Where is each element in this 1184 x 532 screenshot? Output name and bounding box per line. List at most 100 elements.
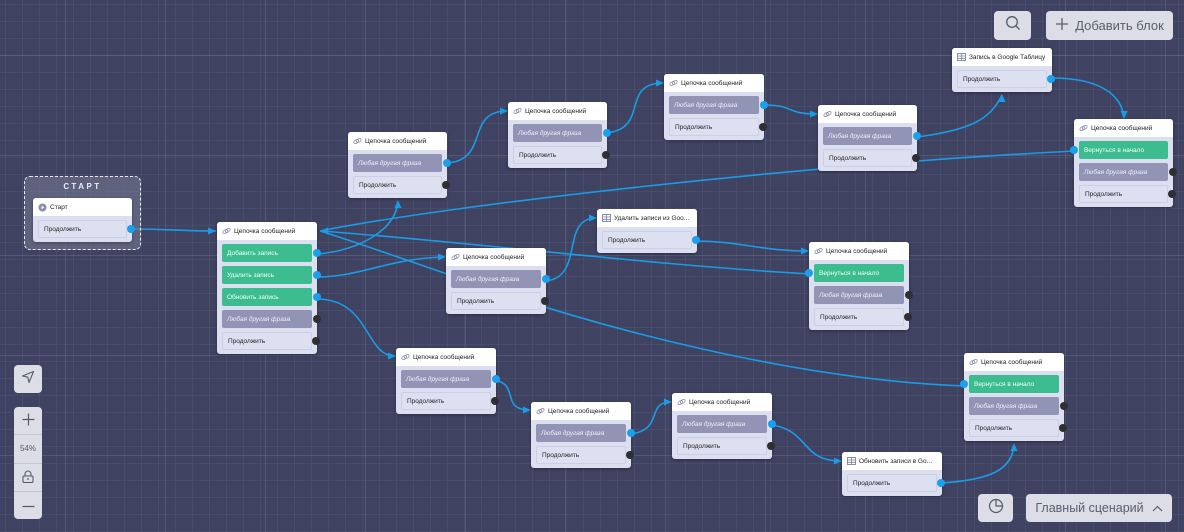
flow-node[interactable]: Цепочка сообщений Любая другая фраза Про… [446, 248, 550, 314]
output-port[interactable] [312, 337, 320, 345]
output-port[interactable] [1060, 402, 1068, 410]
output-port[interactable] [602, 151, 610, 159]
node-button[interactable]: Продолжить [957, 70, 1055, 88]
node-header[interactable]: Цепочка сообщений [446, 248, 546, 266]
output-port[interactable] [442, 181, 450, 189]
node-header[interactable]: Цепочка сообщений [217, 222, 317, 240]
node-button[interactable]: Любая другая фраза [677, 415, 776, 433]
lock-button[interactable] [14, 464, 42, 492]
flow-node[interactable]: Цепочка сообщений Любая другая фраза Про… [672, 393, 776, 459]
stats-button[interactable] [978, 494, 1013, 522]
output-port[interactable] [912, 154, 920, 162]
node-button[interactable]: Продолжить [823, 149, 920, 167]
node-header[interactable]: Удалить записи из Goo... [597, 209, 697, 227]
flow-node[interactable]: Обновить записи в Go... Продолжить [842, 452, 945, 496]
output-port[interactable] [1070, 146, 1078, 154]
output-port[interactable] [1168, 190, 1176, 198]
node-button[interactable]: Продолжить [677, 437, 775, 455]
node-button[interactable]: Добавить запись [222, 244, 321, 262]
node-header[interactable]: Цепочка сообщений [964, 353, 1064, 371]
output-port[interactable] [626, 451, 634, 459]
node-header[interactable]: Цепочка сообщений [348, 132, 447, 150]
node-button[interactable]: Продолжить [969, 419, 1067, 437]
node-button[interactable]: Продолжить [669, 118, 767, 136]
node-header[interactable]: Цепочка сообщений [531, 402, 631, 420]
node-header[interactable]: Обновить записи в Go... [842, 452, 942, 470]
node-header[interactable]: Запись в Google Таблицу [952, 48, 1052, 66]
output-port[interactable] [768, 420, 776, 428]
flow-node[interactable]: Цепочка сообщений Любая другая фраза Про… [396, 348, 500, 414]
output-port[interactable] [905, 291, 913, 299]
node-button[interactable]: Продолжить [513, 146, 610, 164]
flow-node[interactable]: Цепочка сообщений Любая другая фраза Про… [818, 105, 921, 171]
zoom-in-button[interactable] [14, 407, 42, 436]
node-button[interactable]: Вернуться в начало [960, 375, 1059, 393]
node-button[interactable]: Удалить запись [222, 266, 321, 284]
node-button[interactable]: Любая другая фраза [669, 96, 768, 114]
flow-node[interactable]: Цепочка сообщений Вернуться в начало Люб… [960, 353, 1068, 441]
node-button[interactable]: Вернуться в начало [805, 264, 904, 282]
node-header[interactable]: Цепочка сообщений [664, 74, 764, 92]
flow-node[interactable]: Цепочка сообщений Вернуться в начало Люб… [1070, 119, 1177, 207]
node-button[interactable]: Продолжить [451, 292, 549, 310]
node-header[interactable]: Цепочка сообщений [396, 348, 496, 366]
output-port[interactable] [541, 297, 549, 305]
node-button[interactable]: Обновить запись [222, 288, 321, 306]
output-port[interactable] [627, 429, 635, 437]
output-port[interactable] [1169, 168, 1177, 176]
node-header[interactable]: Цепочка сообщений [508, 102, 607, 120]
output-port[interactable] [759, 123, 767, 131]
node-button[interactable]: Любая другая фраза [222, 310, 321, 328]
node-button[interactable]: Любая другая фраза [823, 127, 921, 145]
output-port[interactable] [960, 380, 968, 388]
node-button[interactable]: Любая другая фраза [1079, 163, 1177, 181]
node-button[interactable]: Продолжить [1079, 185, 1176, 203]
flow-node[interactable]: Удалить записи из Goo... Продолжить [597, 209, 700, 253]
node-button[interactable]: Продолжить [222, 332, 320, 350]
output-port[interactable] [127, 225, 135, 233]
output-port[interactable] [313, 293, 321, 301]
output-port[interactable] [904, 313, 912, 321]
output-port[interactable] [913, 132, 921, 140]
search-button[interactable] [994, 11, 1031, 40]
flow-node[interactable]: Цепочка сообщений Любая другая фраза Про… [508, 102, 611, 168]
node-button[interactable]: Любая другая фраза [513, 124, 611, 142]
flow-node[interactable]: Цепочка сообщений Любая другая фраза Про… [348, 132, 451, 198]
node-button[interactable]: Продолжить [38, 220, 135, 238]
node-button[interactable]: Любая другая фраза [401, 370, 500, 388]
start-group[interactable]: СТАРТ Старт Продолжить [24, 176, 141, 250]
output-port[interactable] [937, 479, 945, 487]
node-button[interactable]: Любая другая фраза [536, 424, 635, 442]
start-node[interactable]: Старт Продолжить [33, 198, 135, 242]
flow-node[interactable]: Цепочка сообщений Добавить запись Удалит… [217, 222, 321, 354]
output-port[interactable] [1059, 424, 1067, 432]
node-header[interactable]: Цепочка сообщений [818, 105, 917, 123]
output-port[interactable] [760, 101, 768, 109]
flow-node[interactable]: Цепочка сообщений Вернуться в начало Люб… [805, 242, 913, 330]
output-port[interactable] [313, 271, 321, 279]
output-port[interactable] [1047, 75, 1055, 83]
output-port[interactable] [805, 269, 813, 277]
output-port[interactable] [692, 236, 700, 244]
node-button[interactable]: Продолжить [814, 308, 912, 326]
flow-node[interactable]: Цепочка сообщений Любая другая фраза Про… [531, 402, 635, 468]
node-button[interactable]: Любая другая фраза [451, 270, 550, 288]
node-header[interactable]: Старт [33, 198, 132, 216]
node-button[interactable]: Любая другая фраза [969, 397, 1068, 415]
output-port[interactable] [313, 315, 321, 323]
output-port[interactable] [313, 249, 321, 257]
output-port[interactable] [491, 397, 499, 405]
node-header[interactable]: Цепочка сообщений [1074, 119, 1173, 137]
output-port[interactable] [443, 159, 451, 167]
scenario-selector[interactable]: Главный сценарий [1026, 494, 1172, 522]
node-button[interactable]: Продолжить [353, 176, 450, 194]
node-button[interactable]: Продолжить [847, 474, 945, 492]
add-block-button[interactable]: Добавить блок [1046, 11, 1173, 40]
output-port[interactable] [492, 375, 500, 383]
output-port[interactable] [542, 275, 550, 283]
locate-button[interactable] [14, 365, 42, 393]
output-port[interactable] [767, 442, 775, 450]
output-port[interactable] [603, 129, 611, 137]
node-header[interactable]: Цепочка сообщений [672, 393, 772, 411]
node-header[interactable]: Цепочка сообщений [809, 242, 909, 260]
